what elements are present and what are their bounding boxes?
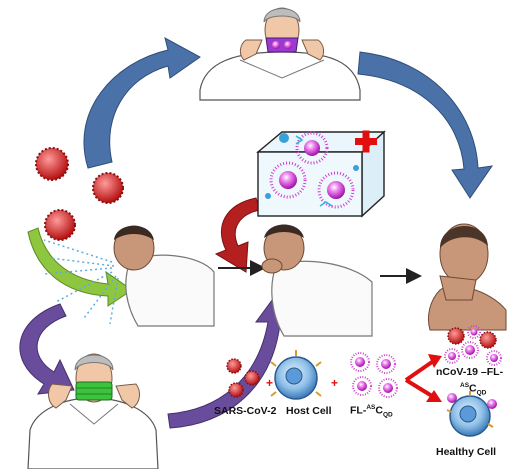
- plus-sign-1: +: [266, 376, 274, 390]
- person-coughing-left: [113, 225, 215, 327]
- quantum-dot-box: [256, 130, 386, 218]
- label-ncov-complex: nCoV-19 –FL- ASCQD: [436, 366, 503, 400]
- ncov-sup: AS: [460, 382, 470, 389]
- ncov-main: C: [469, 382, 477, 395]
- fl-sup: AS: [366, 404, 376, 411]
- label-fl-asc-qd: FL-ASCQD: [350, 404, 393, 419]
- virus-particle: [44, 209, 76, 241]
- medical-cross-icon: [355, 130, 377, 153]
- virus-particle: [92, 172, 124, 204]
- green-curved-arrow: [27, 227, 133, 307]
- purple-curved-arrow-left: [19, 303, 75, 395]
- droplet-spray: [43, 239, 119, 325]
- red-fork-arrows: [404, 354, 442, 402]
- quantum-dot-group-small: [350, 352, 398, 398]
- blue-curved-arrow-right: [357, 51, 494, 199]
- quantum-dot: [269, 161, 307, 199]
- virus-small-group: [226, 358, 260, 398]
- fl-prefix: FL-: [350, 404, 367, 417]
- ncov-sub: QD: [476, 389, 487, 397]
- plus-sign-2: +: [331, 376, 339, 390]
- person-coughing-center: [261, 224, 373, 337]
- fl-sub: QD: [382, 411, 393, 419]
- person-healthy-right: [427, 223, 507, 331]
- virus-cluster-left: [35, 147, 124, 241]
- ncov-line-1: nCoV-19 –FL-: [436, 366, 504, 378]
- label-sars-cov-2: SARS-CoV-2: [214, 405, 277, 417]
- fl-main: C: [375, 404, 383, 417]
- person-top-with-mask: [199, 7, 361, 101]
- label-healthy-cell: Healthy Cell: [436, 446, 497, 458]
- virus-qd-complex: [444, 325, 502, 366]
- host-cell: [270, 350, 322, 400]
- ncov-line-2: ASCQD: [436, 379, 503, 400]
- person-bottom-with-mask: [27, 353, 159, 469]
- virus-particle: [35, 147, 69, 181]
- red-curved-arrow: [214, 197, 261, 273]
- healthy-cell: [446, 391, 497, 437]
- blue-curved-arrow-left: [83, 37, 201, 169]
- quantum-dot: [295, 131, 329, 165]
- label-host-cell: Host Cell: [286, 405, 332, 417]
- quantum-dot: [317, 171, 355, 209]
